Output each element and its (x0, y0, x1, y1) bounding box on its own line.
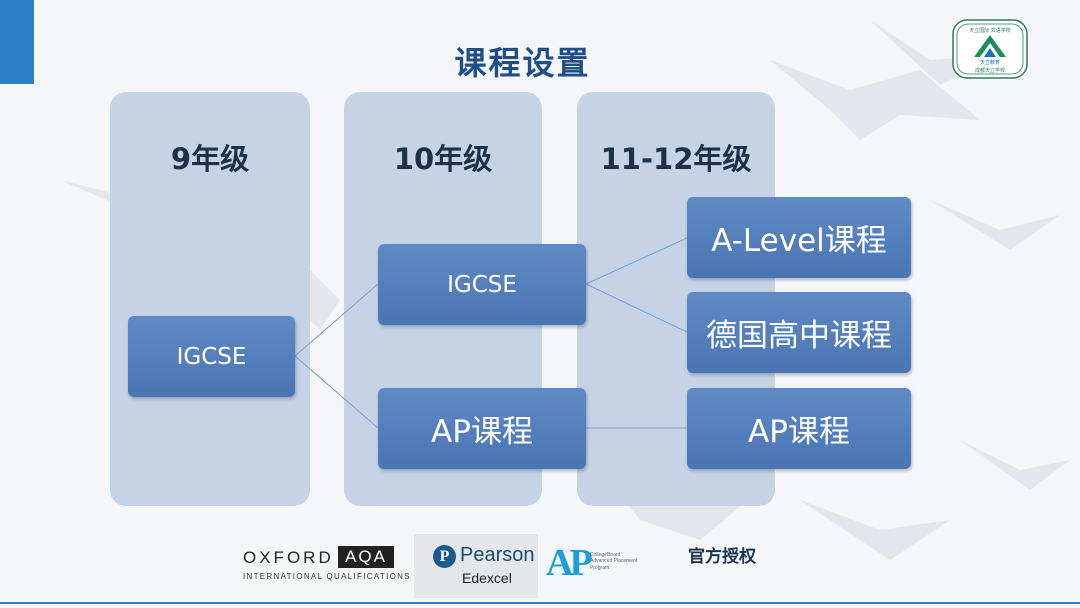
grade-label-11-12: 11-12年级 (600, 142, 752, 176)
course-box-alevel: A-Level课程 (687, 197, 911, 278)
svg-text:成都天立学校: 成都天立学校 (975, 67, 1005, 74)
oxford-logo-text: OXFORD (243, 548, 334, 567)
course-box-igcse-g10: IGCSE (378, 244, 586, 325)
ap-logo: AP (546, 542, 593, 584)
course-box-ap-g10: AP课程 (378, 388, 586, 469)
grade-label-10: 10年级 (393, 142, 493, 176)
accent-bar (0, 0, 34, 84)
school-logo: 天立国际 双语学校 天立教育 成都天立学校 (952, 19, 1028, 79)
grade-label-9: 9年级 (170, 142, 250, 176)
bottom-divider (0, 602, 1080, 604)
pearson-logo-panel (414, 534, 538, 598)
ap-logo-caption: CollegeBoard Advanced Placement Program (590, 552, 638, 571)
aqa-logo: AQA (338, 546, 394, 568)
page-title: 课程设置 (454, 44, 591, 82)
course-box-igcse-g9: IGCSE (128, 316, 295, 397)
pearson-logo-text: Pearson (460, 544, 535, 566)
svg-text:天立教育: 天立教育 (980, 59, 1000, 66)
grade-column-9: 9年级 (110, 92, 310, 506)
edexcel-logo-text: Edexcel (462, 570, 512, 586)
official-authorization-label: 官方授权 (688, 547, 756, 567)
pearson-mark-icon: P (433, 545, 456, 568)
course-box-ap-g11: AP课程 (687, 388, 911, 469)
oxford-subtitle: INTERNATIONAL QUALIFICATIONS (243, 572, 411, 581)
svg-text:天立国际 双语学校: 天立国际 双语学校 (969, 27, 1011, 34)
course-box-german-high-school: 德国高中课程 (687, 292, 911, 373)
